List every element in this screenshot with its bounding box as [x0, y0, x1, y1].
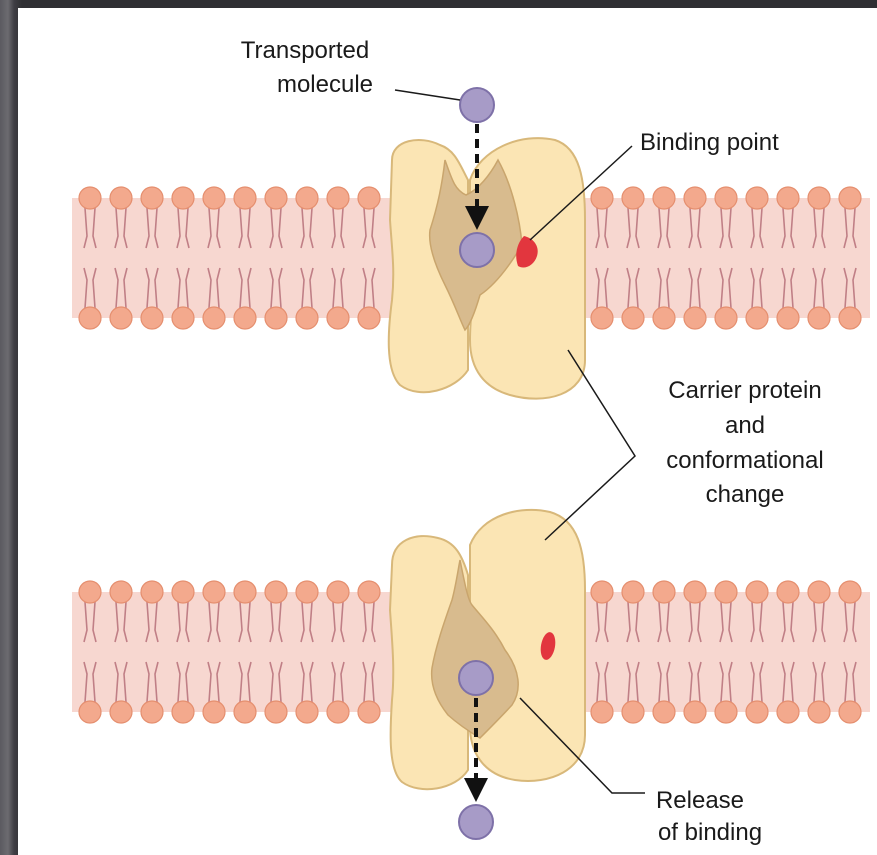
lipid-head [327, 701, 349, 723]
lipid-head [203, 581, 225, 603]
lipid-head [684, 581, 706, 603]
released-molecule-in-channel [459, 661, 493, 695]
lipid-head [141, 307, 163, 329]
carrier-protein-label: Carrier protein and conformational chang… [666, 377, 823, 508]
lipid-head [358, 307, 380, 329]
lipid-head [172, 581, 194, 603]
release-of-binding-label-line2: of binding [658, 819, 762, 846]
lipid-head [265, 187, 287, 209]
transported-molecule [460, 88, 494, 122]
lipid-head [296, 307, 318, 329]
carrier-protein-label-line2: and [725, 412, 765, 439]
lipid-head [591, 307, 613, 329]
lipid-head [234, 701, 256, 723]
lipid-head [746, 187, 768, 209]
lipid-head [839, 307, 861, 329]
lipid-head [358, 701, 380, 723]
lipid-head [777, 187, 799, 209]
lipid-head [172, 701, 194, 723]
lipid-head [622, 581, 644, 603]
lipid-head [79, 187, 101, 209]
lipid-head [715, 187, 737, 209]
lipid-head [839, 187, 861, 209]
lipid-head [203, 701, 225, 723]
lipid-head [622, 701, 644, 723]
lipid-head [358, 581, 380, 603]
lipid-head [110, 581, 132, 603]
carrier-protein-label-line4: change [706, 481, 785, 508]
lipid-head [653, 701, 675, 723]
lipid-head [808, 187, 830, 209]
lipid-head [265, 581, 287, 603]
released-molecule [459, 805, 493, 839]
lipid-head [746, 581, 768, 603]
lipid-head [327, 187, 349, 209]
lipid-head [622, 187, 644, 209]
lipid-head [777, 701, 799, 723]
lipid-head [265, 701, 287, 723]
lipid-head [653, 581, 675, 603]
lipid-head [746, 307, 768, 329]
lipid-head [715, 307, 737, 329]
lipid-head [808, 701, 830, 723]
transported-molecule-label-line1: Transported [241, 37, 370, 64]
lipid-head [653, 307, 675, 329]
lipid-head [591, 581, 613, 603]
lipid-head [684, 701, 706, 723]
lipid-head [715, 701, 737, 723]
lipid-head [234, 581, 256, 603]
lipid-head [234, 187, 256, 209]
lipid-head [79, 307, 101, 329]
lipid-head [296, 581, 318, 603]
lipid-head [203, 307, 225, 329]
lipid-head [327, 581, 349, 603]
lipid-head [79, 581, 101, 603]
lipid-head [684, 187, 706, 209]
lipid-head [172, 307, 194, 329]
lipid-head [203, 187, 225, 209]
lipid-head [110, 701, 132, 723]
lipid-head [296, 701, 318, 723]
lipid-head [839, 581, 861, 603]
lipid-head [777, 581, 799, 603]
lipid-head [653, 187, 675, 209]
lipid-head [622, 307, 644, 329]
lipid-head [172, 187, 194, 209]
lipid-head [839, 701, 861, 723]
lipid-head [110, 307, 132, 329]
lipid-head [591, 187, 613, 209]
lipid-head [110, 187, 132, 209]
binding-point-label: Binding point [640, 129, 779, 156]
top-carrier-protein [389, 138, 585, 399]
bottom-carrier-protein [390, 510, 585, 789]
carrier-protein-label-line3: conformational [666, 447, 823, 474]
lipid-head [358, 187, 380, 209]
lipid-head [141, 187, 163, 209]
release-of-binding-label-line1: Release [656, 787, 744, 814]
carrier-protein-label-line1: Carrier protein [668, 377, 821, 404]
lipid-head [715, 581, 737, 603]
lipid-head [808, 581, 830, 603]
lipid-head [79, 701, 101, 723]
leader-transported-molecule [395, 90, 460, 100]
release-of-binding-label: Release of binding [656, 787, 762, 846]
lipid-head [327, 307, 349, 329]
lipid-head [591, 701, 613, 723]
bound-molecule [460, 233, 494, 267]
lipid-head [684, 307, 706, 329]
lipid-head [296, 187, 318, 209]
lipid-head [141, 581, 163, 603]
transported-molecule-label: Transported molecule [241, 37, 373, 98]
lipid-head [234, 307, 256, 329]
lipid-head [808, 307, 830, 329]
lipid-head [141, 701, 163, 723]
lipid-head [746, 701, 768, 723]
lipid-head [777, 307, 799, 329]
transported-molecule-label-line2: molecule [277, 71, 373, 98]
lipid-head [265, 307, 287, 329]
